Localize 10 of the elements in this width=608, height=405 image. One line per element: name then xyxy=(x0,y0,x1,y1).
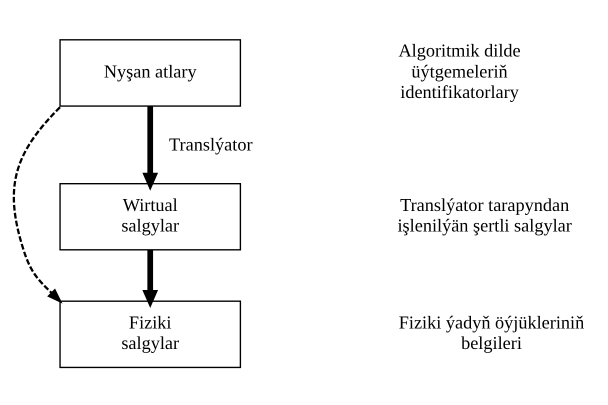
label: Algoritmik dilde üýtgemeleriň identifikatorlary xyxy=(398,40,521,102)
edge-label: Translýator xyxy=(169,134,253,154)
label: Translýator tarapyndan işlenilýän şertli salgylar xyxy=(397,194,572,236)
node-box: Nyşan atlary xyxy=(59,39,242,107)
arrow xyxy=(142,250,158,308)
arrow xyxy=(12,106,63,304)
node-box: Wirtual salgylar xyxy=(59,182,242,251)
node-box: Fiziki salgylar xyxy=(59,300,242,368)
label: Fiziki ýadyň öýjükleriniň belgileri xyxy=(398,312,584,353)
arrow xyxy=(142,106,158,191)
